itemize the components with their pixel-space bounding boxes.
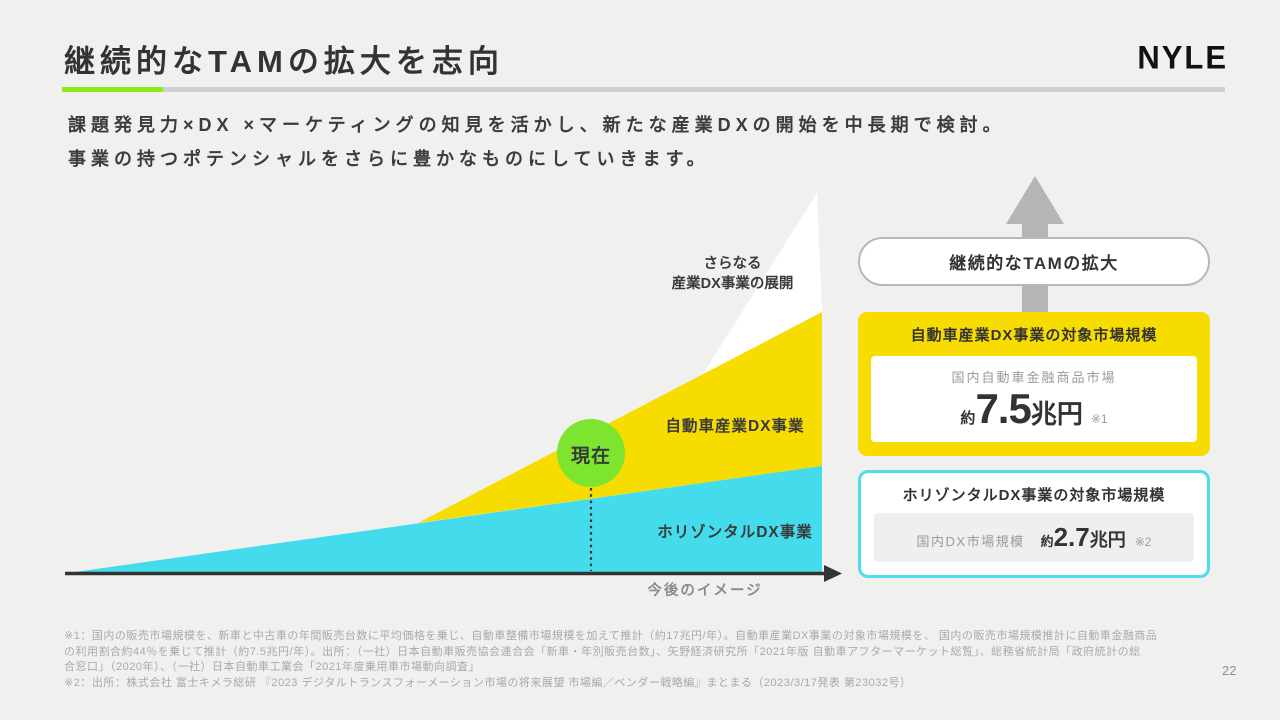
nyle-logo: NYLE (1137, 39, 1228, 76)
page-number: 22 (1222, 663, 1237, 678)
auto-dx-market-box-title: 自動車産業DX事業の対象市場規模 (910, 327, 1158, 344)
current-marker-circle (557, 419, 625, 487)
value-prefix: 約 (1040, 533, 1054, 549)
auto-market-name: 国内自動車金融商品市場 (951, 370, 1117, 385)
footnote-ref-1: ※1 (1090, 412, 1108, 426)
subtitle-line-2: 事業の持つポテンシャルをさらに豊かなものにしていきます。 (68, 149, 710, 169)
label-auto-industry-dx: 自動車産業DX事業 (665, 418, 805, 435)
footnotes: ※1：国内の販売市場規模を、新車と中古車の年間販売台数に平均価格を乗じ、自動車整… (64, 629, 1254, 691)
cyan-area-horizontal-dx (68, 466, 822, 573)
value-prefix: 約 (960, 410, 976, 427)
subtitle-line-1: 課題発見力×DX ×マーケティングの知見を活かし、新たな産業DXの開始を中長期で… (68, 115, 1006, 135)
x-axis-arrowhead (824, 565, 842, 582)
value-unit: 兆円 (1030, 399, 1083, 429)
horizontal-market-value: 国内DX市場規模 約 2.7 兆円 ※2 (917, 524, 1152, 552)
white-area-further-industry-dx (703, 193, 822, 374)
tam-expansion-pill: 継続的なTAMの拡大 (858, 237, 1210, 286)
slide-subtitle: 課題発見力×DX ×マーケティングの知見を活かし、新たな産業DXの開始を中長期で… (68, 108, 1006, 176)
footnote-line: ※1：国内の販売市場規模を、新車と中古車の年間販売台数に平均価格を乗じ、自動車整… (64, 630, 1158, 642)
horizontal-dx-market-box-inner: 国内DX市場規模 約 2.7 兆円 ※2 (874, 513, 1194, 562)
title-divider (62, 87, 1225, 92)
current-marker-label: 現在 (570, 446, 611, 467)
value-unit: 兆円 (1089, 529, 1126, 550)
footnote-ref-2: ※2 (1134, 534, 1152, 549)
horizontal-market-name: 国内DX市場規模 (916, 533, 1025, 549)
footnote-line: の利用割合約44％を乗じて推計（約7.5兆円/年）。出所：（一社）日本自動車販売… (64, 645, 1141, 658)
value-number: 7.5 (975, 385, 1031, 432)
tam-growth-chart (65, 193, 842, 582)
yellow-area-auto-industry-dx (418, 312, 822, 523)
auto-market-value: 約 7.5 兆円 ※1 (871, 388, 1197, 431)
label-further-industry-dx: さらなる 産業DX事業の展開 (671, 256, 794, 292)
label-horizontal-dx: ホリゾンタルDX事業 (657, 524, 813, 541)
title-divider-accent (62, 87, 163, 92)
page-title: 継続的なTAMの拡大を志向 (64, 44, 504, 79)
footnote-line: ※2：出所：株式会社 富士キメラ総研 『2023 デジタルトランスフォーメーショ… (64, 676, 912, 689)
footnote-line: 合窓口」（2020年）、（一社）日本自動車工業会「2021年度乗用車市場動向調査… (64, 661, 480, 673)
horizontal-dx-market-box-title: ホリゾンタルDX事業の対象市場規模 (902, 487, 1166, 504)
horizontal-dx-market-box: ホリゾンタルDX事業の対象市場規模 国内DX市場規模 約 2.7 兆円 ※2 (858, 470, 1210, 578)
auto-dx-market-box-inner: 国内自動車金融商品市場 約 7.5 兆円 ※1 (871, 356, 1197, 442)
auto-dx-market-box: 自動車産業DX事業の対象市場規模 国内自動車金融商品市場 約 7.5 兆円 ※1 (858, 312, 1210, 456)
x-axis-label: 今後のイメージ (647, 583, 763, 599)
value-number: 2.7 (1053, 521, 1090, 552)
